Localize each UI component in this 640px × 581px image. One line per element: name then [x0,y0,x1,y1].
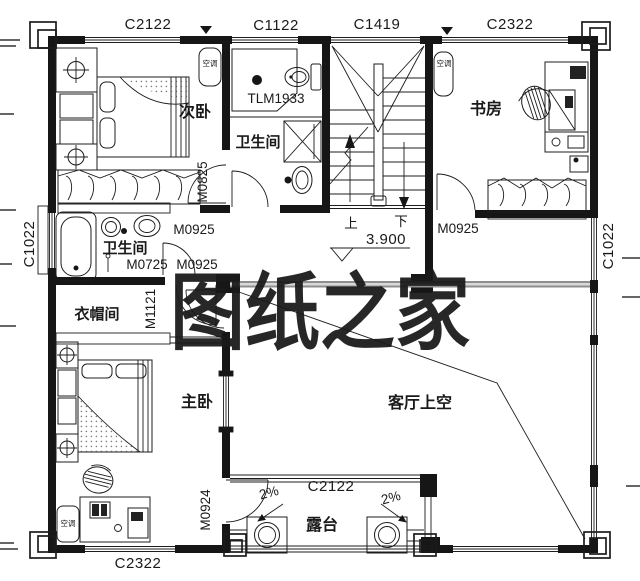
middle-bathroom-fixtures [55,211,161,282]
outer-walls [48,36,598,553]
slope-left-label: 2% [257,483,280,503]
staircase [328,45,425,209]
slope-arrows [257,503,407,523]
terrace-features [230,503,424,554]
study-furniture [433,51,589,213]
ac-unit [56,505,80,543]
window-glazing-lines [37,37,597,553]
window-labels: C2122 C1122 C1419 C2322 C1022 C1022 C232… [21,16,617,572]
room-label-master-bedroom: 主卧 [181,392,213,411]
ac-label-secondary-bedroom: 空调 [203,58,218,68]
chair-icon [82,464,114,494]
corner-ornaments [29,21,611,559]
window-label-c2322-top: C2322 [487,16,534,33]
ac-labels: 空调 空调 空调 [61,58,452,528]
master-bedroom-furniture [55,341,153,543]
room-label-cloakroom: 衣帽间 [74,305,119,323]
stairs-up-label: 上 [344,216,358,231]
window-label-c1022-right: C1022 [600,223,617,270]
window-label-c2122-terrace: C2122 [308,478,355,495]
section-markers [200,26,453,35]
window-label-c1419: C1419 [354,16,401,33]
sink-icon [284,166,313,194]
door-label-m0825: M0825 [195,161,210,202]
door-label-m0725: M0725 [126,257,167,272]
wardrobe-icon [487,177,587,213]
room-label-terrace: 露台 [306,515,338,534]
bed-icon [96,76,190,158]
room-labels: 次卧 TLM1933 卫生间 书房 卫生间 衣帽间 主卧 客厅上空 露台 [74,91,502,534]
top-bathroom-fixtures [230,48,322,194]
window-label-c2122-top: C2122 [125,16,172,33]
stair-labels: 上 下 3.900 [344,214,408,248]
room-label-study: 书房 [470,99,502,118]
window-label-c1022-left: C1022 [21,221,38,268]
sink-icon [101,217,127,237]
shower-door-label: TLM1933 [247,91,304,106]
level-marker [330,247,410,262]
desk-icon [79,496,151,543]
door-label-m0925-study: M0925 [437,221,478,236]
slope-right-label: 2% [379,488,402,508]
chair-icon [518,85,551,121]
drain-icon [366,516,424,554]
door-label-m1121: M1121 [143,289,158,329]
room-label-secondary-bedroom: 次卧 [179,102,211,121]
desk-icon [544,61,589,173]
axis-ticks [0,39,640,550]
room-label-living-void: 客厅上空 [388,393,452,412]
ac-label-master-bedroom: 空调 [61,518,76,528]
door-labels: M0825 M0925 M0725 M0925 M1121 M0925 M092… [126,161,478,530]
bed-icon [77,359,153,453]
room-label-bathroom-mid: 卫生间 [102,239,147,257]
window-label-c1122: C1122 [253,17,299,34]
door-label-m0925-hall: M0925 [173,222,214,237]
wardrobe-icon [57,169,201,205]
ac-unit [433,51,454,97]
toilet-icon [284,63,322,91]
secondary-bedroom-furniture [55,47,222,205]
cabinet-hatch-bands [55,202,587,345]
door-label-m0924: M0924 [198,489,213,531]
ac-label-study: 空调 [437,58,452,68]
void-diagonal-line [235,290,586,540]
level-mark-label: 3.900 [366,231,406,248]
stairs-down-label: 下 [394,214,408,229]
sink-icon [133,215,161,237]
room-label-bathroom-top: 卫生间 [235,133,280,151]
beam-line [230,281,590,288]
watermark-text: 图纸之家 [170,266,470,360]
shower-icon [231,48,298,112]
door-label-m0925-bath: M0925 [176,257,217,272]
slope-labels: 2% 2% [257,483,402,508]
window-label-c2322-bottom: C2322 [115,555,162,572]
door-arcs [162,164,476,523]
drain-icon [230,516,288,554]
bathtub-icon [55,211,97,282]
ac-unit [198,47,222,87]
washer-icon [283,120,322,163]
